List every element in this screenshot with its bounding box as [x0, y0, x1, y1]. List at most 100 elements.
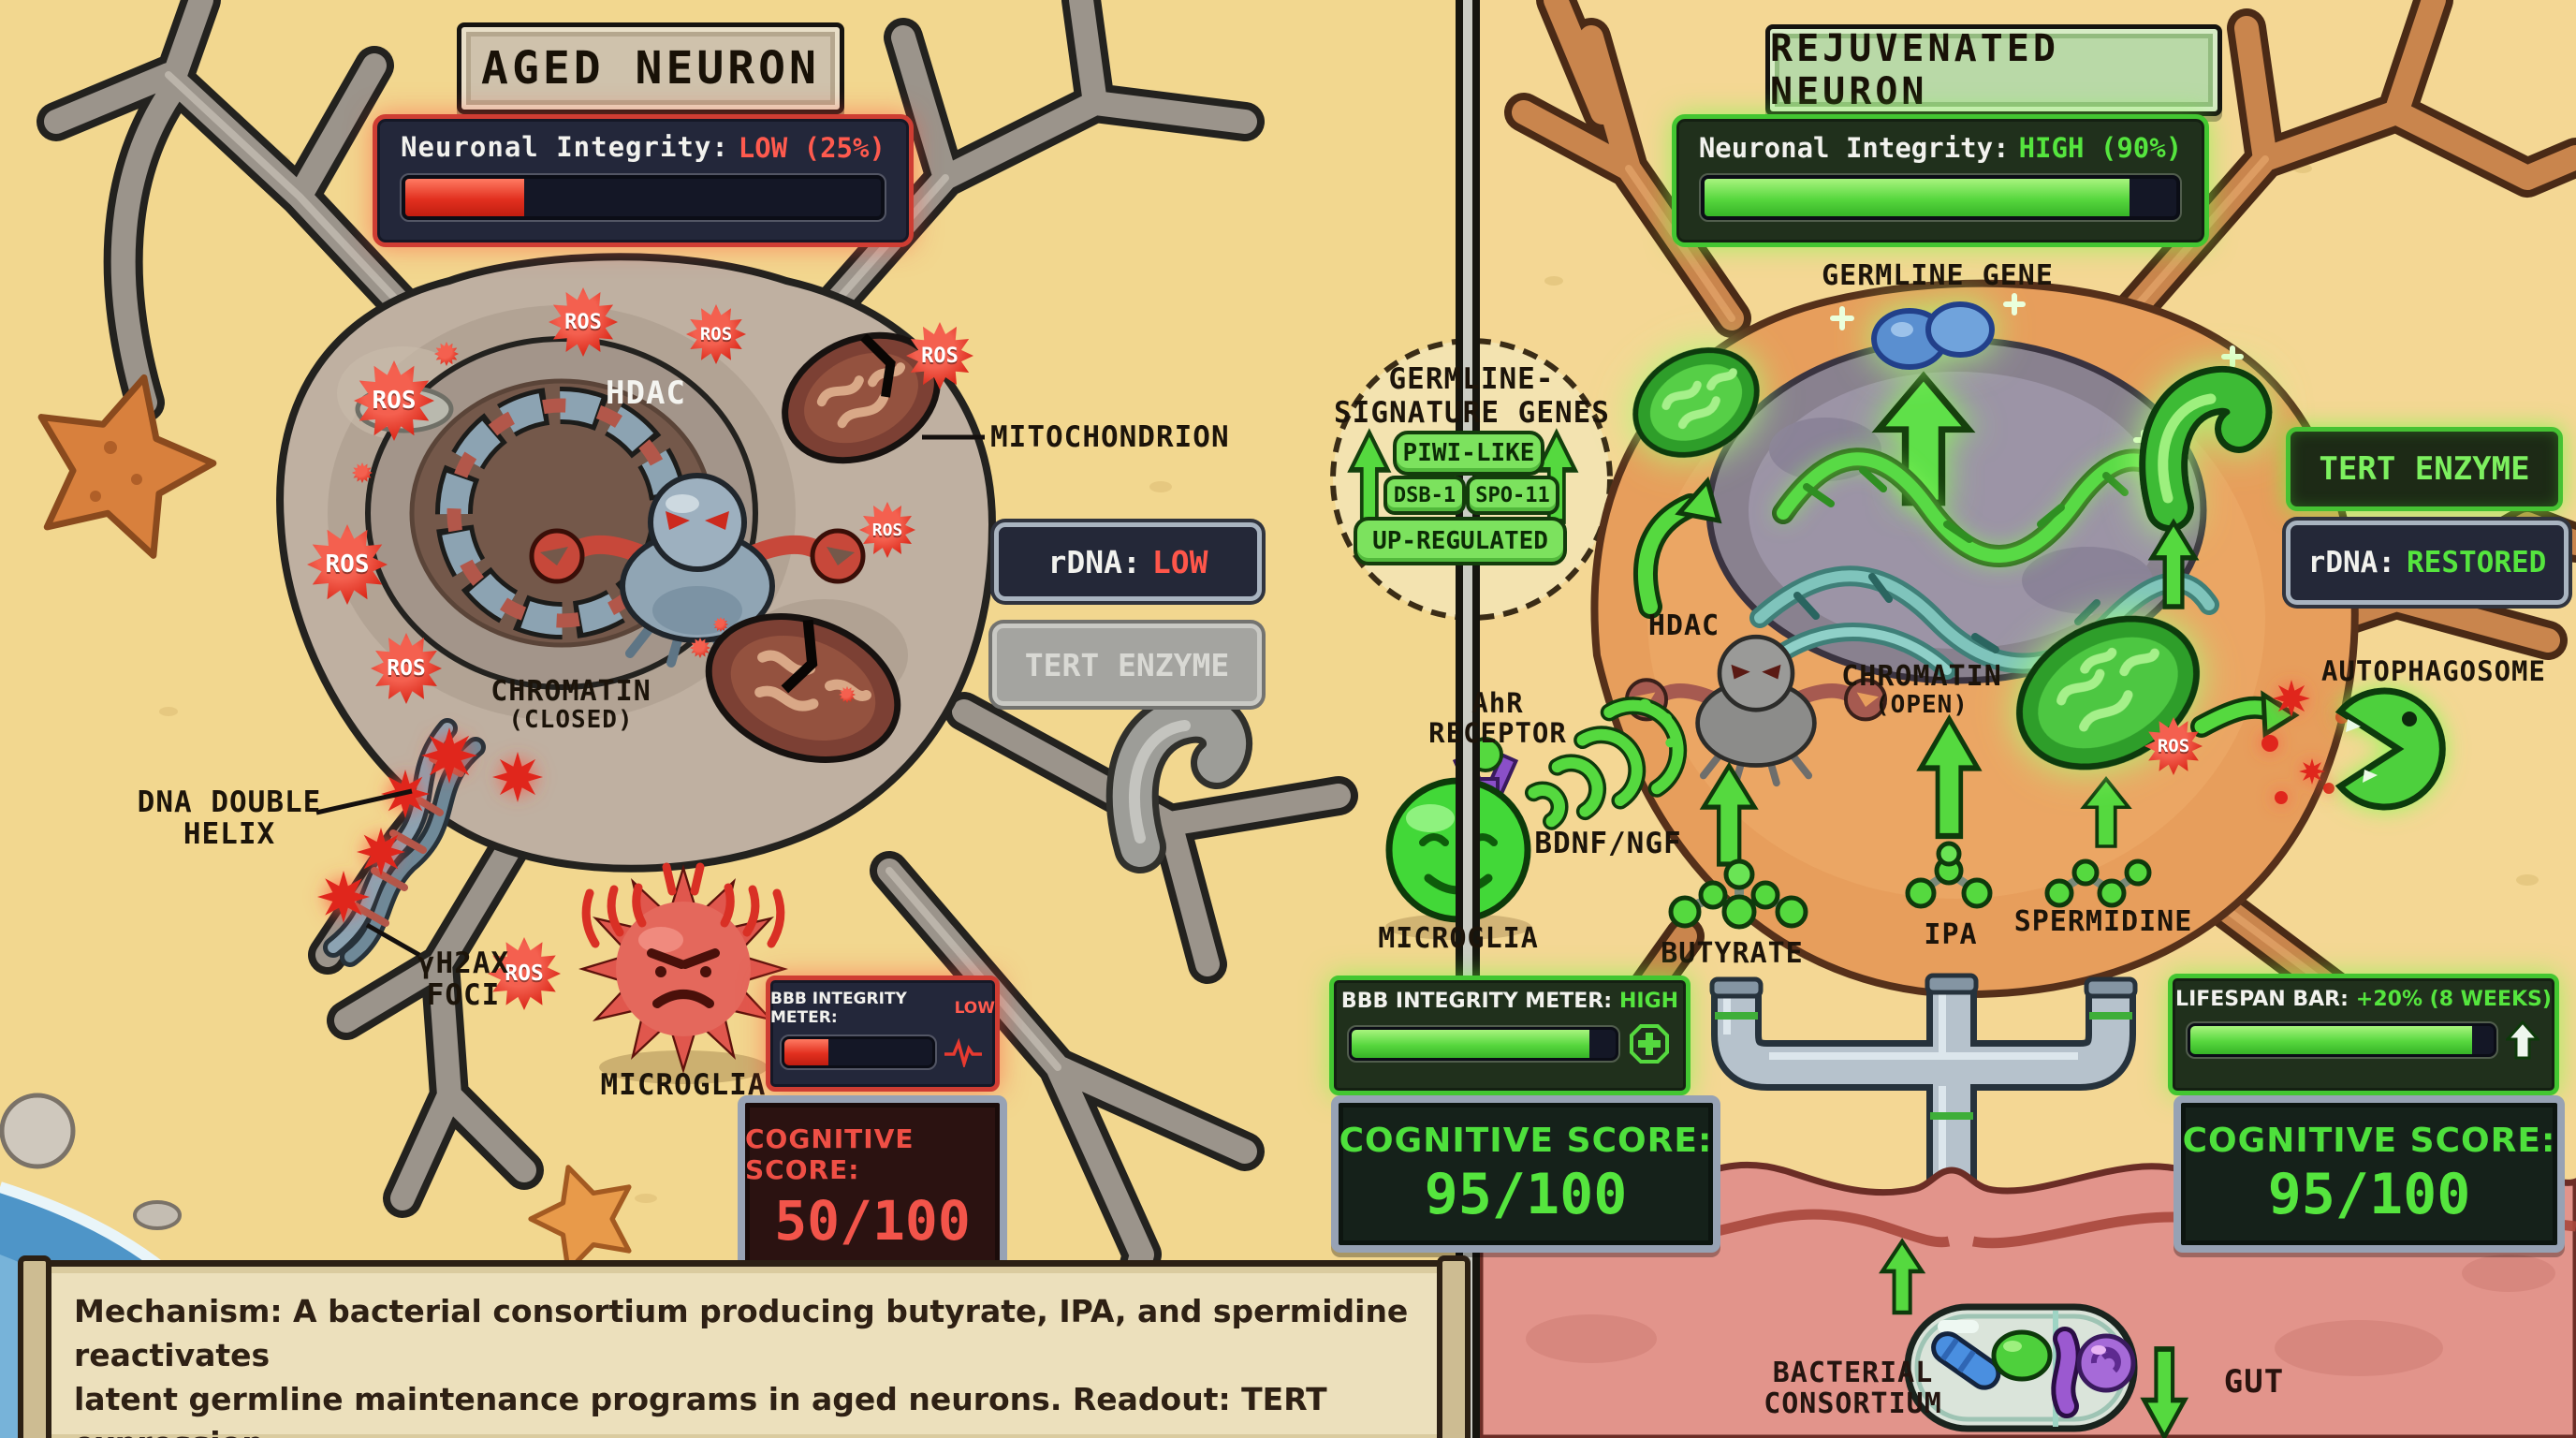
signature-genes-title2: SIGNATURE GENES: [1329, 397, 1615, 429]
piwi-like-badge[interactable]: PIWI-LIKE: [1393, 431, 1544, 476]
germline-gene-label: GERMLINE GENE: [1816, 260, 2059, 291]
hdac-crab: [529, 473, 866, 668]
bbb-right-bar[interactable]: [1347, 1025, 1620, 1063]
rdna-restored-value: RESTORED: [2407, 546, 2547, 580]
sig-line1: GERMLINE-: [1388, 362, 1555, 396]
microglia-label: MICROGLIA: [590, 1069, 777, 1101]
bacteria-capsule: [1904, 1303, 2138, 1432]
shield-plus-icon: [1630, 1024, 1669, 1064]
ros-clearance-arrow: [2190, 690, 2300, 739]
aged-integrity-value: LOW (25%): [738, 132, 886, 164]
ros-label: ROS: [387, 656, 426, 681]
healthy-mitochondrion-top: [1632, 347, 1760, 458]
starfish-large: [14, 355, 230, 565]
bacterial-consortium-label: BACTERIAL CONSORTIUM: [1752, 1357, 1954, 1419]
rejuv-integrity-label: Neuronal Integrity:: [1698, 132, 2010, 164]
bacterial-line1: BACTERIAL: [1772, 1357, 1934, 1389]
cog-value: 50/100: [774, 1189, 971, 1253]
aged-neuron-title: AGED NEURON: [481, 42, 820, 95]
bdnf-text: BDNF/NGF: [1534, 827, 1682, 860]
bbb-bar[interactable]: [780, 1034, 937, 1070]
lifespan-bar[interactable]: [2186, 1021, 2498, 1059]
alert-arcs: [581, 862, 785, 948]
butyrate-text: BUTYRATE: [1661, 937, 1804, 970]
ros-label: ROS: [2157, 736, 2190, 756]
aged-integrity-label: Neuronal Integrity:: [401, 131, 729, 164]
delivery-pipes: [1709, 973, 2138, 1181]
rejuvenated-neuron-title-plaque: REJUVENATED NEURON: [1765, 24, 2222, 116]
mechanism-text: Mechanism: A bacterial consortium produc…: [74, 1293, 1409, 1438]
dna-line1: DNA DOUBLE: [137, 785, 322, 819]
activated-microglia: [578, 862, 788, 1084]
cog-right-label: COGNITIVE SCORE:: [1339, 1121, 1713, 1160]
ros-label: ROS: [505, 961, 544, 986]
rejuv-cognitive-panel2: COGNITIVE SCORE: 95/100: [2174, 1095, 2565, 1253]
rejuv-bbb-meter: BBB INTEGRITY METER: HIGH: [1329, 976, 1690, 1095]
ros-label: ROS: [372, 387, 417, 415]
healthy-mitochondrion-center: [2015, 615, 2201, 770]
tert-enzyme-inactive-badge: TERT ENZYME: [992, 624, 1262, 706]
piwi-text: PIWI-LIKE: [1402, 439, 1535, 467]
autophagosome-pacman: [2334, 687, 2446, 811]
dna-double-helix-label: DNA DOUBLE HELIX: [131, 786, 328, 850]
open-chromatin-dna: [1749, 448, 2219, 680]
aged-cognitive-panel: COGNITIVE SCORE: 50/100: [738, 1095, 1007, 1281]
ahr-line1: AhR: [1471, 687, 1524, 719]
signature-genes-title: GERMLINE-: [1359, 363, 1584, 395]
chromatin-closed-label: CHROMATIN (CLOSED): [482, 676, 660, 734]
rdna-restored-label: rDNA:: [2307, 546, 2395, 580]
cog-label: COGNITIVE SCORE:: [745, 1123, 915, 1185]
butyrate-label: BUTYRATE: [1646, 938, 1819, 969]
rdna-label: rDNA:: [1047, 543, 1141, 580]
mechanism-scroll: Mechanism: A bacterial consortium produc…: [18, 1255, 1471, 1438]
panel-divider: [1456, 0, 1480, 1438]
spermidine-label: SPERMIDINE: [2005, 906, 2202, 937]
shell: [0, 1093, 76, 1169]
ahr-receptor-label: AhR RECEPTOR: [1404, 687, 1591, 749]
chromatin-open-label: CHROMATIN (OPEN): [1833, 661, 2011, 719]
aged-neuron-title-plaque: AGED NEURON: [457, 22, 844, 114]
bbb-right-label: BBB INTEGRITY METER:: [1340, 990, 1612, 1013]
active-tert-enzyme: [2139, 365, 2273, 532]
up-arrow-icon: [2506, 1020, 2539, 1060]
rejuv-integrity-meter: Neuronal Integrity: HIGH (90%): [1672, 114, 2209, 247]
hdac-release-arrow: [1633, 476, 1722, 619]
chromatin-line1: CHROMATIN: [490, 675, 651, 708]
microglia-right-label: MICROGLIA: [1374, 923, 1543, 954]
rejuv-integrity-value: HIGH (90%): [2018, 132, 2183, 164]
autophagosome-text: AUTOPHAGOSOME: [2321, 655, 2546, 687]
rejuv-cognitive-panel: COGNITIVE SCORE: 95/100: [1331, 1095, 1720, 1253]
rdna-restored-badge: rDNA: RESTORED: [2286, 521, 2569, 605]
dsb1-badge[interactable]: DSB-1: [1383, 476, 1466, 515]
aged-integrity-bar[interactable]: [400, 173, 886, 222]
aged-nucleus: [365, 336, 866, 690]
germline-gene-icon: [1871, 301, 1995, 370]
tert-active-text: TERT ENZYME: [2319, 450, 2530, 488]
spo11-badge[interactable]: SPO-11: [1466, 476, 1559, 515]
microglia-right-text: MICROGLIA: [1378, 922, 1539, 955]
lifespan-value: +20% (8 WEEKS): [2355, 988, 2552, 1011]
inactive-tert-enzyme: [1105, 690, 1252, 873]
ros-label: ROS: [564, 310, 602, 334]
hdac-right-label: HDAC: [1632, 610, 1735, 641]
bacterial-line2: CONSORTIUM: [1764, 1387, 1942, 1420]
sig-line2: SIGNATURE GENES: [1334, 396, 1610, 430]
upregulated-badge[interactable]: UP-REGULATED: [1354, 517, 1567, 565]
ahr-line2: RECEPTOR: [1428, 716, 1567, 749]
spermidine-molecule: [2044, 858, 2152, 908]
ipa-text: IPA: [1924, 918, 1978, 951]
upregulated-text: UP-REGULATED: [1372, 527, 1548, 555]
aged-integrity-meter: Neuronal Integrity: LOW (25%): [373, 114, 914, 247]
ros-label: ROS: [699, 324, 733, 345]
cog-right2-value: 95/100: [2267, 1161, 2471, 1227]
tert-text: TERT ENZYME: [1024, 646, 1230, 683]
scroll-cap-left: [18, 1255, 51, 1438]
chromatin-line2: (CLOSED): [508, 706, 634, 734]
chromatin-open-line1: CHROMATIN: [1841, 660, 2002, 693]
rejuv-integrity-bar[interactable]: [1699, 173, 2182, 222]
gut-label: GUT: [2198, 1364, 2310, 1400]
bbb-right-value: HIGH: [1619, 990, 1679, 1013]
ipa-molecule: [1905, 841, 1993, 909]
rejuv-nucleus: [1705, 336, 2219, 684]
mitochondrion-text: MITOCHONDRION: [990, 420, 1230, 454]
